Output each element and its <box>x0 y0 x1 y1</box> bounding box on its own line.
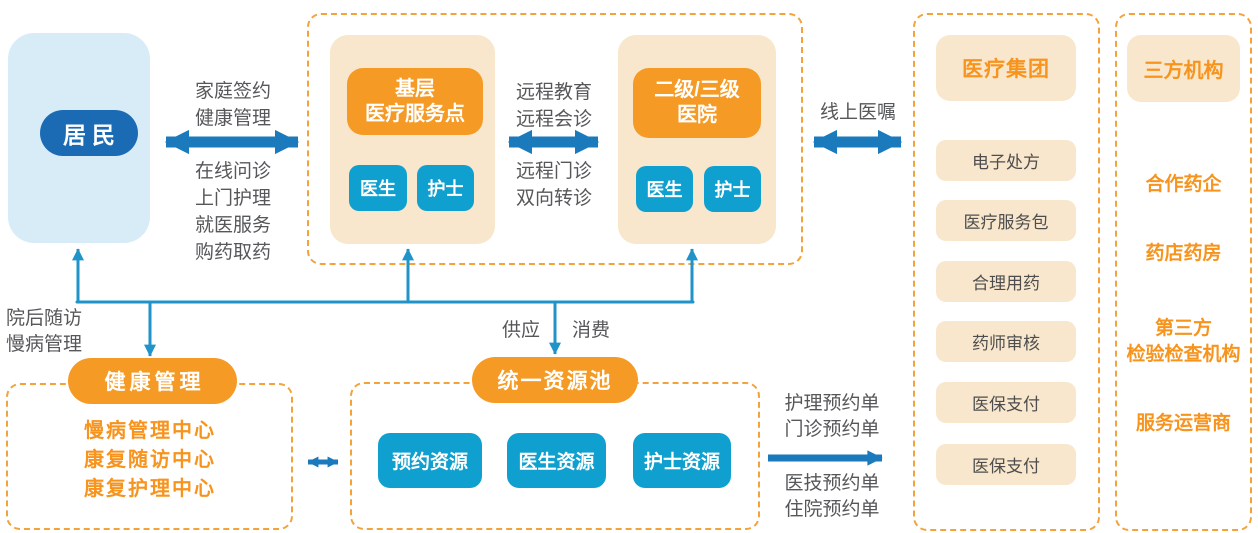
third-party-title: 三方机构 <box>1127 35 1240 102</box>
medical-group-title: 医疗集团 <box>936 35 1076 101</box>
resource-pool-item-nurse: 护士资源 <box>633 433 731 488</box>
medical-group-container <box>913 13 1100 531</box>
supply-label: 供应 <box>501 320 540 341</box>
third-party-item-pharma-partners: 合作药企 <box>1145 174 1222 195</box>
third-party-container <box>1115 13 1252 531</box>
resident-link-top-label: 家庭签约 健康管理 <box>194 81 271 129</box>
resident-label: 居民 <box>63 122 121 148</box>
medical-group-item-pharmacist-review: 药师审核 <box>936 321 1076 362</box>
hospital-title-line2: 医院 <box>677 104 717 126</box>
third-party-item-service-operators: 服务运营商 <box>1135 413 1231 434</box>
remote-link-bottom-label: 远程门诊 双向转诊 <box>515 161 592 209</box>
resource-pool-item-appointment: 预约资源 <box>378 433 482 488</box>
hospital-nurse-label: 护士 <box>714 180 751 200</box>
post-hospital-label: 院后随访 慢病管理 <box>6 308 83 355</box>
primary-nurse-label: 护士 <box>427 179 464 199</box>
medical-group-item-rational-medication: 合理用药 <box>936 261 1076 302</box>
third-party-item-testing-institutions: 第三方 检验检查机构 <box>1126 318 1241 365</box>
health-management-item-chronic-center: 慢病管理中心 <box>84 420 216 442</box>
health-management-item-rehab-followup-center: 康复随访中心 <box>84 449 216 471</box>
medical-group-item-eprescription: 电子处方 <box>936 140 1076 181</box>
remote-link-top-label: 远程教育 远程会诊 <box>515 82 592 130</box>
primary-care-group <box>330 35 495 244</box>
hospital-doctor-label: 医生 <box>646 180 683 200</box>
primary-nurse-node: 护士 <box>417 165 474 211</box>
hospital-group <box>618 35 776 244</box>
medical-group-item-insurance-payment-1: 医保支付 <box>936 382 1076 423</box>
booking-bottom-label: 医技预约单 住院预约单 <box>784 473 880 520</box>
booking-top-label: 护理预约单 门诊预约单 <box>784 393 880 440</box>
primary-doctor-label: 医生 <box>360 179 396 199</box>
health-management-node: 健康管理 <box>68 358 237 404</box>
third-party-item-pharmacies: 药店药房 <box>1145 243 1222 264</box>
resource-pool-node: 统一资源池 <box>472 357 638 403</box>
medical-group-item-insurance-payment-2: 医保支付 <box>936 444 1076 485</box>
health-management-item-rehab-nursing-center: 康复护理中心 <box>84 478 216 500</box>
hospital-doctor-node: 医生 <box>636 166 693 212</box>
hospital-node: 二级/三级 医院 <box>633 68 761 138</box>
online-order-label: 线上医嘱 <box>819 102 896 123</box>
network-container <box>307 13 803 265</box>
hospital-title-line1: 二级/三级 <box>654 79 740 101</box>
primary-doctor-node: 医生 <box>349 165 407 211</box>
medical-group-item-service-package: 医疗服务包 <box>936 200 1076 241</box>
health-management-items: 慢病管理中心 康复随访中心 康复护理中心 <box>28 417 272 504</box>
resident-link-bottom-label: 在线问诊 上门护理 就医服务 购药取药 <box>194 161 271 263</box>
primary-care-title-line2: 医疗服务点 <box>365 102 465 125</box>
resident-node: 居民 <box>40 110 138 156</box>
consume-label: 消费 <box>571 320 610 341</box>
resource-pool-item-doctor: 医生资源 <box>507 433 606 488</box>
hospital-nurse-node: 护士 <box>704 166 761 212</box>
primary-care-node: 基层 医疗服务点 <box>347 68 483 135</box>
primary-care-title-line1: 基层 <box>395 77 435 100</box>
